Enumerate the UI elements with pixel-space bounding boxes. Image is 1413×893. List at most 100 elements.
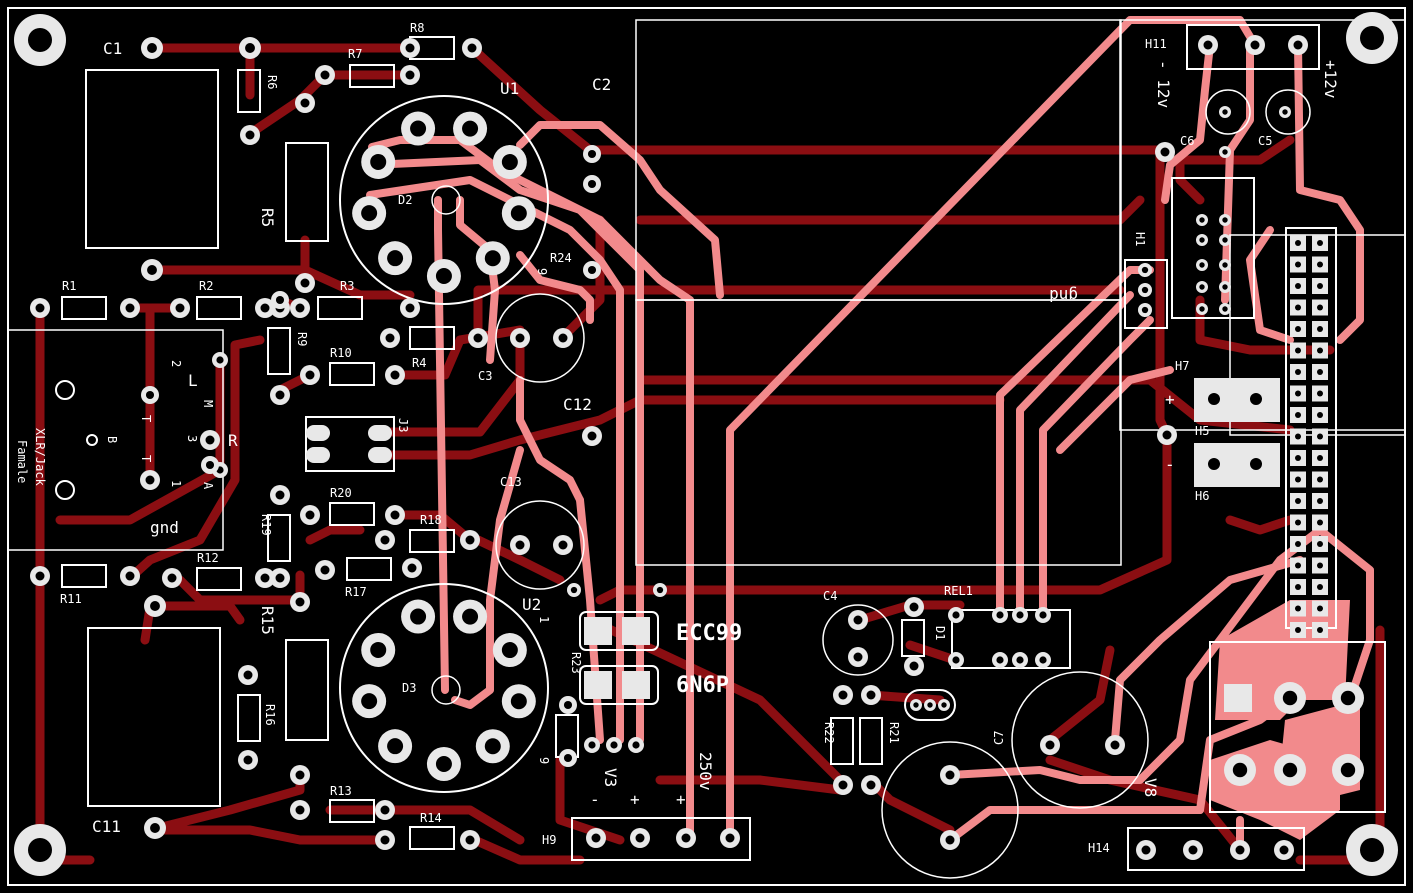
pad-hole: [1340, 690, 1356, 706]
header-hole: [1295, 476, 1301, 483]
pad-hole: [380, 535, 390, 545]
tube-socket-hole: [410, 608, 427, 625]
pad-hole: [909, 602, 919, 612]
pad-hole: [853, 615, 863, 625]
pad-hole: [147, 43, 157, 53]
label-L: L: [188, 371, 198, 390]
terminal-hole: [1208, 393, 1220, 405]
label-u1: U1: [500, 79, 519, 98]
label-j3: J3: [396, 418, 410, 432]
label-T2: T: [139, 455, 153, 462]
label-c13: C13: [500, 475, 522, 489]
pad-hole: [385, 333, 395, 343]
pad-hole: [838, 690, 848, 700]
label-d2: D2: [398, 193, 412, 207]
header-hole: [1295, 541, 1301, 547]
pads: [30, 35, 1364, 860]
tube-socket-hole: [370, 641, 387, 658]
pad-hole: [1222, 149, 1228, 155]
pad-hole: [1232, 762, 1248, 778]
pad-hole: [150, 601, 160, 611]
label-ecc99: ECC99: [676, 621, 742, 646]
label-h9: H9: [542, 833, 556, 847]
label-pin2: 2: [169, 360, 183, 367]
label-gnd-left: gnd: [150, 518, 179, 537]
pad-hole: [390, 370, 400, 380]
header-hole: [1317, 261, 1323, 268]
label-minus-h9: -: [590, 790, 600, 809]
label-v3: V3: [601, 768, 620, 787]
header-hole: [1295, 240, 1301, 246]
label-d1: D1: [933, 626, 947, 640]
pad-hole: [467, 43, 477, 53]
header-hole: [1317, 347, 1323, 354]
header-hole: [1317, 498, 1323, 504]
pad-hole: [305, 510, 315, 520]
tube-socket-hole: [501, 154, 518, 171]
label-c7: C7: [992, 731, 1006, 745]
pad-hole: [216, 356, 224, 364]
pad-hole: [260, 303, 270, 313]
pad-hole: [295, 805, 305, 815]
square-pad: [622, 671, 650, 699]
header-hole: [1317, 584, 1323, 590]
pad-hole: [1250, 40, 1260, 50]
header-hole: [1317, 412, 1323, 418]
label-250v: 250v: [696, 752, 715, 791]
pad-hole: [275, 490, 285, 500]
copper-pour: [1210, 600, 1360, 840]
tube-socket-hole: [462, 120, 479, 137]
j3-pad: [368, 425, 392, 441]
pad-hole: [927, 702, 933, 708]
pad-hole: [866, 690, 876, 700]
tube-socket-hole: [484, 250, 501, 267]
pad-hole: [996, 611, 1004, 619]
pad-hole: [1162, 430, 1172, 440]
pad-hole: [1141, 286, 1149, 294]
pad-hole: [591, 833, 601, 843]
header-hole: [1317, 240, 1323, 246]
pad-hole: [996, 656, 1004, 664]
label-female: Famale: [15, 440, 29, 483]
label-c12: C12: [563, 395, 592, 414]
pad-hole: [167, 573, 177, 583]
pad-hole: [1199, 262, 1205, 268]
header-hole: [1317, 390, 1323, 397]
header-hole: [1317, 476, 1323, 483]
pad-hole: [473, 333, 483, 343]
label-c2: C2: [592, 75, 611, 94]
label-r24: R24: [550, 251, 572, 265]
label-plus12v: +12v: [1321, 60, 1340, 99]
square-pad: [584, 617, 612, 645]
label-r12: R12: [197, 551, 219, 565]
label-A: A: [201, 482, 215, 490]
label-R: R: [228, 431, 238, 450]
header-hole: [1295, 433, 1301, 440]
pad-hole: [243, 670, 253, 680]
header-hole: [1295, 605, 1301, 612]
terminal-hole: [1250, 393, 1262, 405]
pad-hole: [941, 702, 947, 708]
pad-hole: [632, 741, 640, 749]
pad-hole: [1279, 845, 1289, 855]
header-hole: [1295, 326, 1301, 332]
pad-hole: [587, 179, 597, 189]
pad-hole: [405, 43, 415, 53]
terminal-hole: [1250, 458, 1262, 470]
j3-pad: [306, 425, 330, 441]
pad-hole: [563, 753, 573, 763]
pad-hole: [853, 652, 863, 662]
label-r19: R19: [259, 514, 273, 536]
label-c5: C5: [1258, 134, 1272, 148]
label-r10: R10: [330, 346, 352, 360]
label-r15: R15: [258, 606, 277, 635]
label-r3: R3: [340, 279, 354, 293]
pad-hole: [588, 741, 596, 749]
pad-hole: [681, 833, 691, 843]
pad-hole: [205, 435, 215, 445]
header-hole: [1295, 627, 1301, 633]
pad-hole: [1141, 306, 1149, 314]
pad-hole: [305, 370, 315, 380]
label-c1: C1: [103, 39, 122, 58]
label-plus-h7: +: [1165, 390, 1175, 409]
